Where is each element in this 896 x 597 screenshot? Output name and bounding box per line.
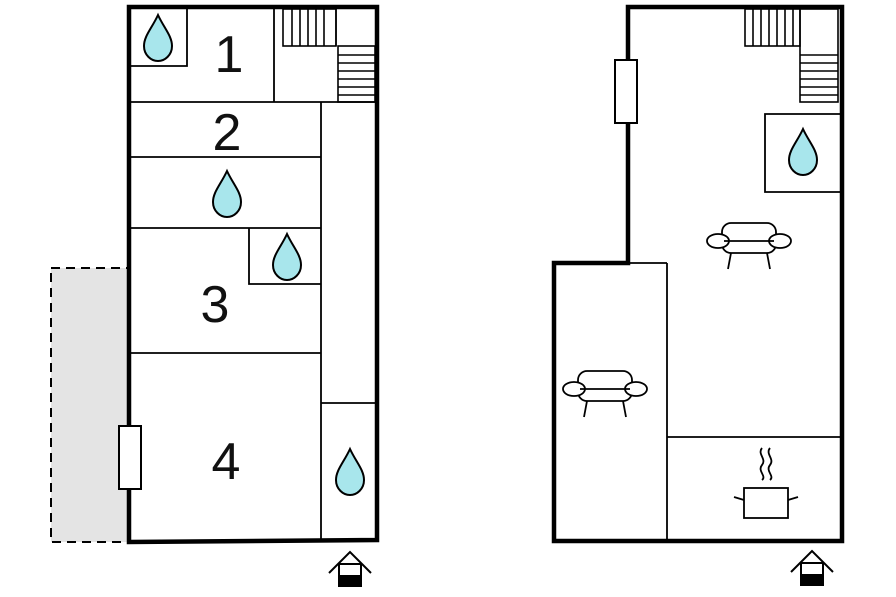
sofa-icon — [706, 222, 792, 270]
water-drop-icon — [212, 170, 242, 218]
staircase-icon — [744, 8, 839, 103]
interior-walls-right — [628, 113, 842, 541]
room-number-4: 4 — [212, 433, 241, 491]
terrace-area — [50, 267, 130, 543]
sofa-icon — [562, 370, 648, 418]
outer-wall-left — [126, 4, 380, 545]
room-number-1: 1 — [215, 26, 244, 84]
water-drop-icon — [272, 233, 302, 281]
cooking-pot-icon — [733, 447, 799, 519]
water-drop-icon — [335, 448, 365, 496]
room-number-2: 2 — [213, 104, 242, 162]
staircase-icon — [282, 8, 376, 103]
entrance-icon — [790, 549, 834, 586]
interior-walls-left — [131, 7, 377, 540]
window-icon — [118, 425, 142, 490]
entrance-icon — [328, 550, 372, 587]
floor-plan-left: 1 2 3 4 — [50, 4, 380, 587]
water-drop-icon — [143, 14, 173, 62]
window-icon — [614, 59, 638, 124]
floor-plan-right — [551, 4, 845, 586]
outer-wall-right — [551, 4, 845, 544]
room-number-3: 3 — [201, 276, 230, 334]
water-drop-icon — [788, 128, 818, 176]
